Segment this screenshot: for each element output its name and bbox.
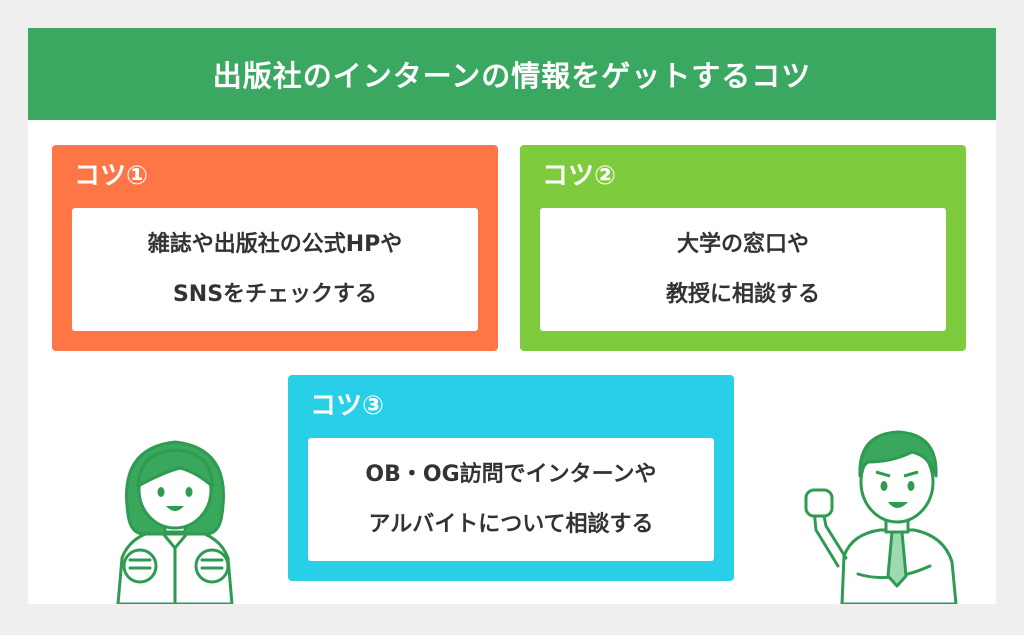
boy-fist-pump-icon	[804, 430, 958, 604]
tip-label-3: コツ③	[310, 391, 385, 421]
tip-card-3: コツ③ OB・OG訪問でインターンや アルバイトについて相談する	[288, 375, 734, 581]
infographic-card: 出版社のインターンの情報をゲットするコツ コツ① 雑誌や出版社の公式HPや SN…	[28, 28, 996, 604]
tip-body-2: 大学の窓口や 教授に相談する	[540, 208, 946, 331]
tip-1-line-2: SNSをチェックする	[172, 281, 378, 307]
tip-card-1: コツ① 雑誌や出版社の公式HPや SNSをチェックする	[52, 145, 498, 351]
tip-2-line-2: 教授に相談する	[665, 281, 820, 307]
page-title: 出版社のインターンの情報をゲットするコツ	[28, 28, 996, 120]
tip-2-line-1: 大学の窓口や	[676, 231, 809, 257]
girl-cheering-icon	[116, 440, 234, 604]
tip-body-1: 雑誌や出版社の公式HPや SNSをチェックする	[72, 208, 478, 331]
tip-1-line-1: 雑誌や出版社の公式HPや	[147, 231, 403, 257]
tip-3-line-1: OB・OG訪問でインターンや	[365, 461, 657, 487]
tip-label-1: コツ①	[74, 161, 149, 191]
tip-label-2: コツ②	[542, 161, 617, 191]
tip-body-3: OB・OG訪問でインターンや アルバイトについて相談する	[308, 438, 714, 561]
tip-card-2: コツ② 大学の窓口や 教授に相談する	[520, 145, 966, 351]
tip-3-line-2: アルバイトについて相談する	[368, 511, 654, 537]
